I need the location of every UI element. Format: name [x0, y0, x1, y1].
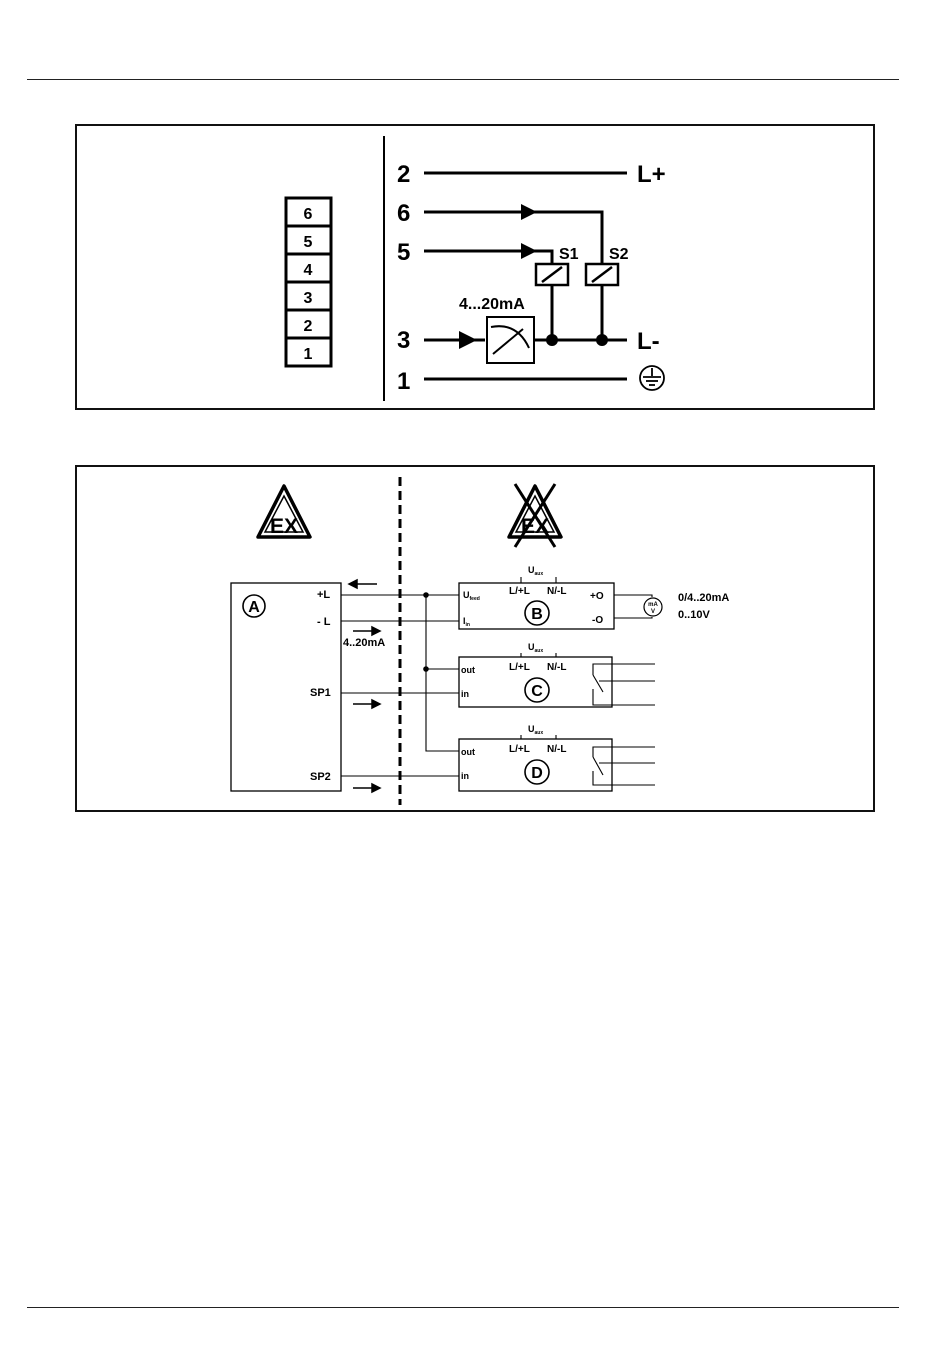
device-a-sp1: SP1	[310, 687, 331, 699]
device-a-sp2: SP2	[310, 771, 331, 783]
device-b-n-minus: N/-L	[547, 586, 566, 597]
device-d-in: in	[461, 771, 469, 781]
meter-icon: mA V	[644, 598, 662, 616]
terminal-number: 1	[304, 346, 313, 363]
device-b-out-minus: -O	[592, 615, 603, 626]
ground-icon	[640, 366, 664, 390]
terminal-5-label: 5	[397, 239, 410, 266]
ex-safe-label: EX	[521, 515, 549, 538]
terminal-block	[286, 198, 331, 366]
system-diagram-panel: EX EX A +L - L SP1 SP2 4..20mA	[75, 465, 875, 812]
terminal-number: 2	[304, 318, 313, 335]
terminal-6-label: 6	[397, 200, 410, 227]
terminal-number: 4	[304, 262, 313, 279]
footer-rule	[27, 1307, 899, 1308]
device-d-n-minus: N/-L	[547, 744, 566, 755]
junction-dot	[423, 592, 429, 598]
device-d-out: out	[461, 747, 475, 757]
relay-coil-s2	[586, 264, 618, 285]
terminal-number: 5	[304, 234, 313, 251]
relay-s2-label: S2	[609, 246, 629, 263]
terminal-number: 3	[304, 290, 313, 307]
junction-dot	[596, 334, 608, 346]
meter-bottom-label: V	[651, 609, 655, 615]
junction-dot	[546, 334, 558, 346]
device-b-id: B	[531, 606, 543, 623]
output-range-current: 0/4..20mA	[678, 592, 729, 604]
supply-negative-label: L-	[637, 328, 660, 355]
signal-range-label: 4...20mA	[459, 296, 525, 313]
terminal-number: 6	[304, 206, 313, 223]
device-d-uaux: Uaux	[528, 724, 543, 736]
terminal-3-label: 3	[397, 327, 410, 354]
device-d-id: D	[531, 765, 543, 782]
system-diagram: EX EX A +L - L SP1 SP2 4..20mA	[77, 467, 877, 814]
device-c-id: C	[531, 683, 543, 700]
output-range-voltage: 0..10V	[678, 609, 710, 621]
device-c-in: in	[461, 689, 469, 699]
ex-safe-icon: EX	[509, 484, 561, 547]
meter-top-label: mA	[648, 602, 658, 608]
terminal-1-label: 1	[397, 368, 410, 395]
ex-hazard-icon: EX	[258, 486, 310, 538]
device-a-minus-l: - L	[317, 616, 331, 628]
relay-s1-label: S1	[559, 246, 579, 263]
device-a-id: A	[248, 599, 260, 616]
device-a-current-label: 4..20mA	[343, 637, 385, 649]
wire-feed-c	[426, 595, 459, 669]
ex-hazard-label: EX	[270, 515, 298, 538]
device-c-uaux: Uaux	[528, 642, 543, 654]
supply-positive-label: L+	[637, 161, 666, 188]
header-rule	[27, 79, 899, 80]
current-meter-icon	[487, 317, 534, 363]
wiring-diagram: 6 5 4 3 2 1 2 6 5 3 1	[77, 126, 877, 412]
device-c-n-minus: N/-L	[547, 662, 566, 673]
device-c-out: out	[461, 665, 475, 675]
junction-dot	[423, 666, 429, 672]
device-a-plus-l: +L	[317, 589, 330, 601]
wiring-diagram-panel: 6 5 4 3 2 1 2 6 5 3 1	[75, 124, 875, 410]
relay-coil-s1	[536, 264, 568, 285]
terminal-2-label: 2	[397, 161, 410, 188]
device-d-l-plus: L/+L	[509, 744, 530, 755]
arrow-icon	[349, 580, 380, 792]
device-b-uaux: Uaux	[528, 565, 543, 577]
wire-feed-d	[426, 669, 459, 751]
device-b-l-plus: L/+L	[509, 586, 530, 597]
device-b-out-plus: +O	[590, 591, 604, 602]
device-c-l-plus: L/+L	[509, 662, 530, 673]
